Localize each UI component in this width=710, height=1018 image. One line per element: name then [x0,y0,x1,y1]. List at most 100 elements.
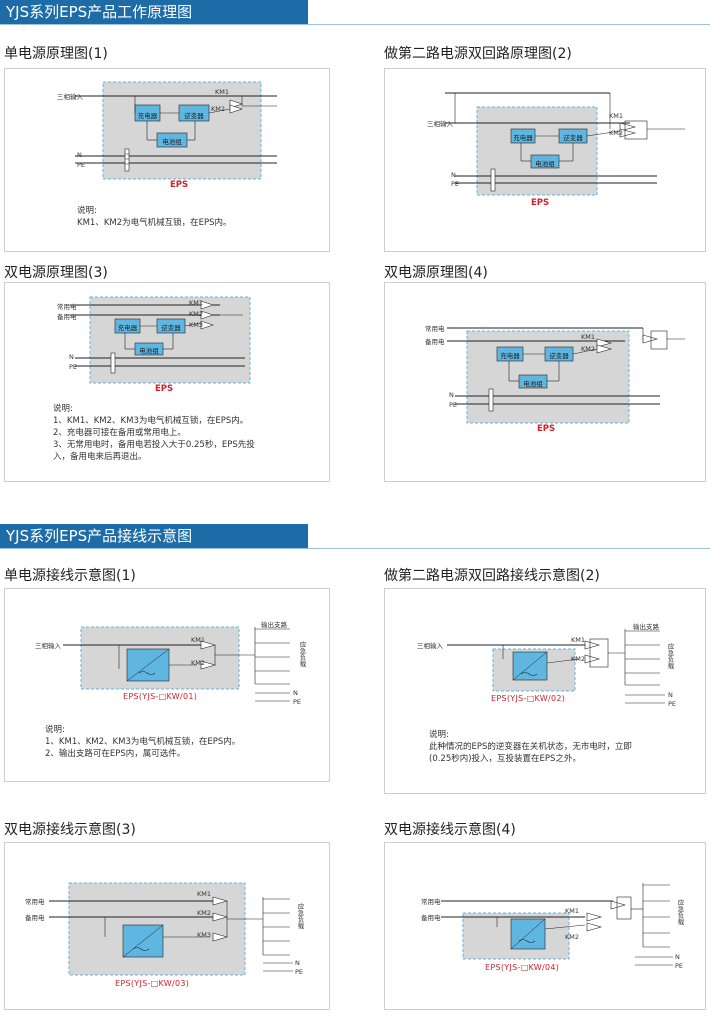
charger-label: 充电器 [137,112,158,120]
n-label: N [451,171,456,179]
diagram-note: 说明: 1、KM1、KM2、KM3为电气机械互锁，在EPS内。 2、充电器可接在… [53,404,255,462]
diagram-title: 做第二路电源双回路接线示意图(2) [384,568,600,584]
diagram-title: 单电源接线示意图(1) [4,568,136,584]
emergency-load-label: 应急负载 [298,641,306,667]
diagram-title: 单电源原理图(1) [4,46,108,62]
n-label: N [295,959,300,967]
km2-label: KM2 [609,129,624,137]
eps-model-label: EPS(YJS-□KW/02) [491,694,566,703]
km1-label: KM1 [191,636,206,644]
inverter-label: 逆变器 [563,134,583,142]
km1-label: KM1 [215,88,230,96]
km2-label: KM2 [571,655,586,663]
charger-label: 充电器 [117,324,138,332]
diagram-title: 双电源原理图(3) [4,265,108,281]
n-label: N [449,391,454,399]
n-label: N [668,691,673,699]
diagram-note: 说明: 1、KM1、KM2、KM3为电气机械互锁，在EPS内。 2、输出支路可在… [45,725,241,759]
charger-label: 充电器 [513,134,533,142]
km2-label: KM2 [197,909,212,917]
pe-label: PE [668,700,677,708]
backup-power-label: 备用电 [25,914,45,922]
eps-label: EPS [531,198,550,208]
pe-label: PE [293,698,302,706]
emergency-load-label: 应急负载 [296,903,304,929]
output-branch-label: 输出支路 [633,623,659,631]
backup-power-label: 备用电 [421,914,441,922]
three-phase-label: 三相输入 [35,642,61,650]
diagram-title: 做第二路电源双回路原理图(2) [384,46,572,62]
pe-label: PE [77,161,86,169]
section-rule [0,24,710,25]
pe-label: PE [295,968,304,976]
km1-label: KM1 [197,890,212,898]
three-phase-label: 三相输入 [57,93,83,101]
eps-label: EPS [537,424,556,434]
diagram-title: 双电源原理图(4) [384,265,488,281]
inverter-label: 逆变器 [184,112,204,120]
three-phase-label: 三相输入 [417,642,443,650]
diagram-schematic [447,327,685,424]
section-rule [0,548,710,549]
section-header-wiring: YJS系列EPS产品接线示意图 [0,524,308,548]
diagram-schematic [445,92,685,196]
eps-model-label: EPS(YJS-□KW/04) [485,963,560,972]
n-label: N [69,353,74,361]
emergency-load-label: 应急负载 [676,899,684,925]
eps-label: EPS [155,384,174,394]
diagram-note: 说明: KM1、KM2为电气机械互锁，在EPS内。 [77,206,232,228]
n-label: N [675,953,680,961]
diagram-panel: 常用电 备用电 N PE 充电器 逆变器 电池组 KM1 KM2 KM3 EPS… [4,282,330,482]
backup-power-label: 备用电 [57,313,77,321]
pe-label: PE [69,363,78,371]
diagram-title: 双电源接线示意图(4) [384,822,516,838]
diagram-panel: 三相输入 N PE 充电器 逆变器 电池组 KM1 KM2 EPS 说明: KM… [4,68,330,252]
output-branch-label: 输出支路 [261,621,287,629]
km2-label: KM2 [211,105,226,113]
km2-label: KM2 [565,933,580,941]
diagram-schematic [441,883,673,966]
battery-label: 电池组 [523,380,543,388]
diagram-panel: 常用电 备用电 KM1 KM2 KM3 应急负载 N PE EPS(YJS-□K… [4,842,330,1010]
diagram-schematic [49,882,293,976]
km3-label: KM3 [189,321,204,329]
battery-label: 电池组 [162,138,182,146]
diagram-schematic [447,629,665,704]
inverter-label: 逆变器 [549,352,569,360]
battery-label: 电池组 [535,160,555,168]
km2-label: KM2 [189,310,204,318]
backup-power-label: 备用电 [425,338,445,346]
n-label: N [293,689,298,697]
km2-label: KM2 [191,659,206,667]
normal-power-label: 常用电 [25,898,45,906]
km1-label: KM1 [581,333,596,341]
diagram-panel: 常用电 备用电 KM1 KM2 应急负载 N PE EPS(YJS-□KW/04… [384,842,706,1010]
km2-label: KM2 [581,345,596,353]
diagram-note: 说明: 此种情况的EPS的逆变器在关机状态，无市电时，立即 (0.25秒内)投入… [429,730,632,764]
normal-power-label: 常用电 [425,325,445,333]
normal-power-label: 常用电 [57,303,77,311]
normal-power-label: 常用电 [421,898,441,906]
diagram-title: 双电源接线示意图(3) [4,822,136,838]
km3-label: KM3 [197,931,212,939]
km1-label: KM1 [565,907,580,915]
km1-label: KM1 [189,299,204,307]
emergency-load-label: 应急负载 [666,643,674,669]
km1-label: KM1 [609,112,624,120]
n-label: N [77,151,82,159]
km1-label: KM1 [571,636,586,644]
diagram-panel: 三相输入 KM1 KM2 输出支路 应急负载 N PE EPS(YJS-□KW/… [4,588,330,782]
diagram-schematic [63,626,290,702]
charger-label: 充电器 [500,352,520,360]
section-header-principle: YJS系列EPS产品工作原理图 [0,0,308,24]
eps-model-label: EPS(YJS-□KW/01) [123,692,198,701]
diagram-schematic [75,81,277,180]
eps-model-label: EPS(YJS-□KW/03) [115,979,190,988]
battery-label: 电池组 [139,347,159,355]
diagram-panel: 三相输入 N PE 充电器 逆变器 电池组 KM1 KM2 EPS [384,68,706,252]
diagram-panel: 三相输入 KM1 KM2 输出支路 应急负载 N PE EPS(YJS-□KW/… [384,588,706,794]
three-phase-label: 三相输入 [427,120,453,128]
pe-label: PE [675,962,684,970]
diagram-schematic [70,296,251,384]
inverter-label: 逆变器 [161,324,181,332]
